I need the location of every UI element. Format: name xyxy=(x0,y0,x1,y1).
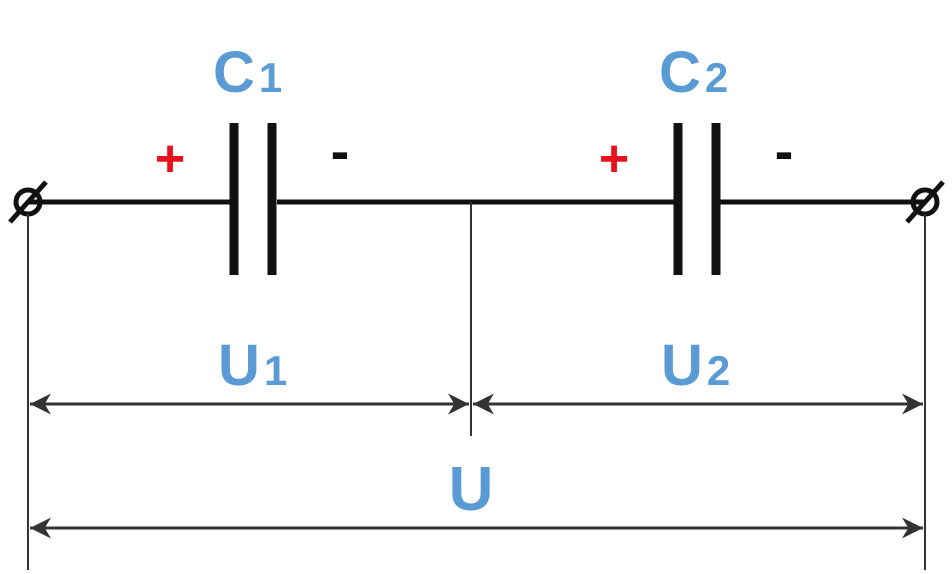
u2-label: U2 xyxy=(661,333,730,398)
u1-label: U1 xyxy=(218,333,287,398)
capacitor-c2-icon xyxy=(673,123,721,275)
c1-label: C1 xyxy=(213,40,282,105)
u-label: U xyxy=(449,455,494,524)
c2-positive-sign: + xyxy=(599,130,629,188)
extension-lines xyxy=(27,202,926,570)
capacitor-c1-icon xyxy=(229,123,277,275)
c2-label: C2 xyxy=(659,40,728,105)
c2-negative-sign: - xyxy=(775,119,794,182)
c1-positive-sign: + xyxy=(155,130,185,188)
c1-negative-sign: - xyxy=(331,119,350,182)
dimension-arrows xyxy=(30,393,923,539)
